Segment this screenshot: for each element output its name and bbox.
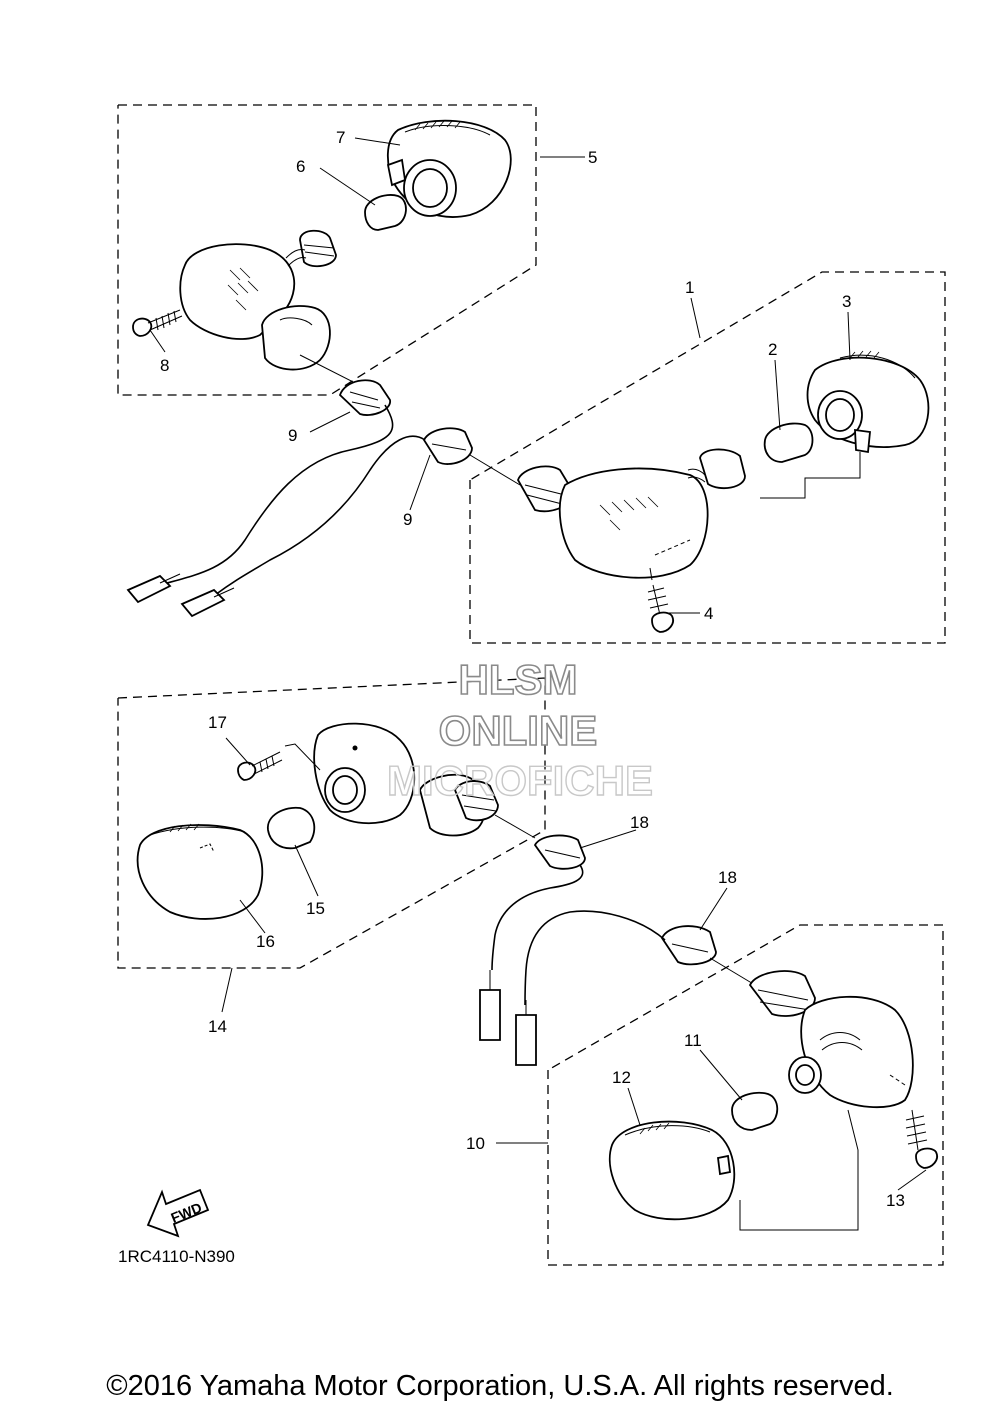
terminal-pair-upper — [126, 573, 235, 618]
callout-17: 17 — [208, 713, 227, 732]
group-box-1 — [469, 271, 946, 644]
callout-10: 10 — [466, 1134, 485, 1153]
callout-18b: 18 — [718, 868, 737, 887]
callout-14: 14 — [208, 1017, 227, 1036]
watermark-line-2: ONLINE — [439, 707, 598, 754]
callout-8: 8 — [160, 356, 169, 375]
callout-11: 11 — [684, 1031, 702, 1050]
diagram-code: 1RC4110-N390 — [118, 1247, 235, 1266]
callout-5: 5 — [588, 148, 597, 167]
callout-labels: 1 2 3 4 5 6 7 8 9 9 10 11 12 13 14 15 16… — [160, 128, 905, 1210]
group-box-5 — [117, 104, 537, 396]
wire-lower-1 — [491, 864, 584, 971]
callout-9a: 9 — [288, 426, 297, 445]
fwd-arrow-icon — [146, 1188, 210, 1238]
group-box-14 — [117, 677, 546, 969]
turn-signal-assembly-10 — [608, 957, 938, 1231]
terminal-pair-lower — [479, 970, 537, 1066]
callout-13: 13 — [886, 1191, 905, 1210]
connector-9-lower — [422, 427, 473, 465]
callout-1: 1 — [685, 278, 694, 297]
turn-signal-assembly-14 — [136, 722, 536, 920]
callout-4: 4 — [704, 604, 713, 623]
copyright-notice: ©2016 Yamaha Motor Corporation, U.S.A. A… — [106, 1370, 894, 1402]
wire-lower-2 — [524, 910, 666, 1006]
turn-signal-assembly-5 — [132, 119, 512, 389]
callout-12: 12 — [612, 1068, 631, 1087]
connector-9-upper — [338, 379, 391, 416]
callout-6: 6 — [296, 157, 305, 176]
leader-lines — [149, 137, 927, 1191]
wire-upper-1 — [159, 404, 394, 586]
connector-18-lower — [660, 925, 717, 966]
turn-signal-assembly-1 — [469, 350, 930, 633]
callout-9b: 9 — [403, 510, 412, 529]
watermark-line-1: HLSM — [459, 656, 578, 703]
callout-7: 7 — [336, 128, 345, 147]
watermark-line-3: MICROFICHE — [387, 757, 653, 804]
watermark: HLSM ONLINE MICROFICHE — [386, 655, 653, 805]
callout-15: 15 — [306, 899, 325, 918]
callout-3: 3 — [842, 292, 851, 311]
connector-18-upper — [533, 834, 586, 870]
callout-16: 16 — [256, 932, 275, 951]
fwd-direction-marker: FWD — [146, 1188, 210, 1238]
callout-2: 2 — [768, 340, 777, 359]
callout-18a: 18 — [630, 813, 649, 832]
wire-upper-2 — [214, 435, 426, 596]
